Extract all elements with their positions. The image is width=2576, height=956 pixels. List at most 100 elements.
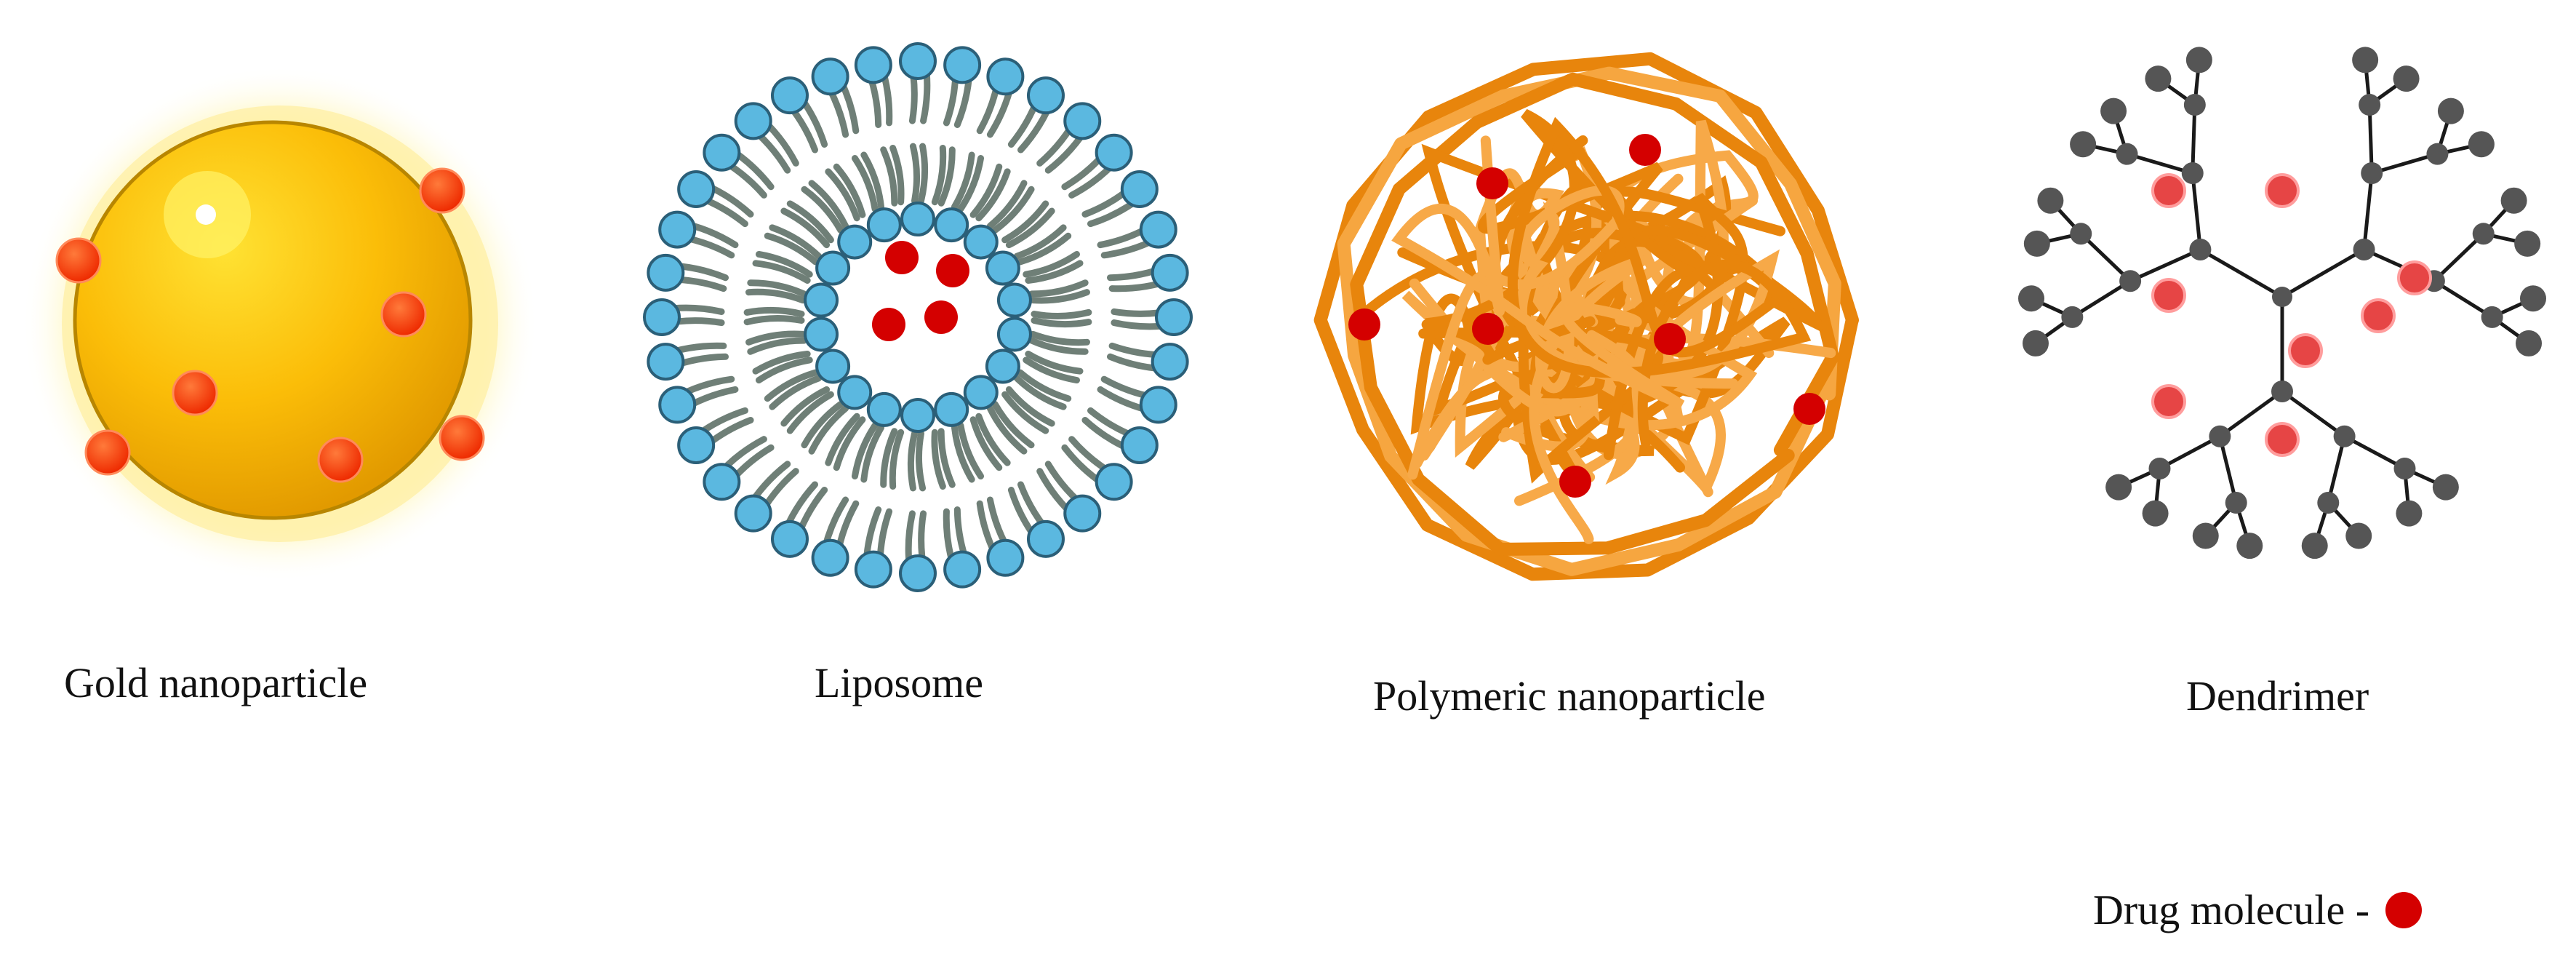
lipid-tail-inner <box>1028 337 1089 355</box>
lipid-head-outer <box>1027 519 1065 558</box>
lipid-tail-inner <box>937 146 956 207</box>
lipid-head-inner <box>963 224 999 260</box>
dendrimer-node <box>2393 65 2420 92</box>
dendrimer-label: Dendrimer <box>2186 672 2369 720</box>
drug-molecule <box>2151 278 2186 313</box>
dendrimer-node <box>2181 162 2204 184</box>
lipid-tail-inner <box>801 186 844 234</box>
lipid-tail-inner <box>1005 386 1055 427</box>
lipid-tail-inner <box>975 168 1011 222</box>
lipid-head-inner <box>934 207 969 243</box>
dendrimer-node <box>2142 500 2169 527</box>
lipid-tail-inner <box>747 337 807 355</box>
lipid-tail-inner <box>1025 260 1084 284</box>
dendrimer-node <box>2345 522 2372 549</box>
dendrimer-node <box>2022 330 2049 356</box>
dendrimer-node <box>2145 65 2172 92</box>
liposome <box>643 42 1193 592</box>
drug-molecule <box>2265 422 2300 457</box>
lipid-head-outer <box>1095 133 1133 172</box>
dendrimer-node <box>2426 143 2449 165</box>
lipid-head-inner <box>866 391 902 427</box>
lipid-head-outer <box>703 463 741 501</box>
lipid-tail-inner <box>860 424 885 483</box>
drug-molecule-legend-dot <box>2385 892 2423 928</box>
lipid-tail-inner <box>747 279 807 298</box>
dendrimer-bond <box>2129 247 2201 283</box>
dendrimer-bond <box>2371 152 2439 175</box>
dendrimer-bond <box>2218 389 2284 438</box>
lipid-head-outer <box>811 57 849 96</box>
dendrimer-node <box>2189 239 2212 260</box>
lipid-head-inner <box>837 375 873 410</box>
lipid-head-outer <box>703 133 741 172</box>
dendrimer-node <box>2061 306 2084 328</box>
lipid-tail-inner <box>986 405 1028 455</box>
drug-molecule <box>2288 333 2323 368</box>
dendrimer-node <box>2352 47 2379 73</box>
dendrimer-node <box>2225 492 2247 514</box>
lipid-tail-inner <box>745 288 807 304</box>
drug-molecule <box>419 167 465 214</box>
dendrimer-node <box>2105 474 2132 501</box>
drug-molecule <box>885 241 919 274</box>
dendrimer-node <box>2018 285 2045 312</box>
lipid-head-outer <box>943 550 982 589</box>
lipid-tail-inner <box>825 413 860 466</box>
dendrimer-bond <box>2326 436 2347 503</box>
dendrimer-node <box>2514 230 2541 257</box>
dendrimer-node <box>2119 270 2142 292</box>
drug-molecule <box>872 308 905 341</box>
lipid-tail-inner <box>931 145 947 206</box>
lipid-tail-inner <box>957 422 985 479</box>
dendrimer-node <box>2361 162 2383 184</box>
dendrimer-bond <box>2362 172 2374 250</box>
drug-molecule <box>1793 393 1825 425</box>
dendrimer-node <box>2037 187 2064 214</box>
lipid-head-outer <box>1120 170 1159 208</box>
lipid-tail-inner <box>833 163 866 218</box>
dendrimer-node <box>2236 533 2263 559</box>
lipid-tail-inner <box>1017 232 1072 266</box>
drug-molecule <box>1654 323 1686 355</box>
dendrimer-bond <box>2281 389 2346 438</box>
lipid-head-outer <box>1063 102 1102 140</box>
dendrimer-bond <box>2159 434 2221 471</box>
legend: Drug molecule - <box>2093 889 2423 931</box>
lipid-tail-inner <box>1023 250 1080 278</box>
drug-molecule <box>2265 173 2300 208</box>
lipid-tail-inner <box>780 386 831 427</box>
dendrimer-bond <box>2199 247 2284 299</box>
lipid-head-outer <box>1027 76 1065 115</box>
dendrimer-bond <box>2191 172 2202 250</box>
dendrimer-node <box>2516 330 2543 356</box>
gold-nanoparticle <box>22 65 538 582</box>
lipid-head-outer <box>1151 343 1189 381</box>
liposome-label: Liposome <box>815 659 983 706</box>
lipid-head-inner <box>815 348 851 384</box>
drug-molecule <box>317 437 364 483</box>
lipid-head-outer <box>899 554 937 592</box>
polymer-strands <box>1313 52 1859 581</box>
polymeric-nanoparticle-label: Polymeric nanoparticle <box>1373 672 1766 720</box>
lipid-head-inner <box>996 316 1032 352</box>
drug-molecule <box>1476 167 1508 199</box>
gold-nanoparticle-label: Gold nanoparticle <box>64 659 368 706</box>
lipid-head-outer <box>899 42 937 80</box>
lipid-tail-inner <box>851 422 879 479</box>
dendrimer-node <box>2500 187 2527 214</box>
lipid-head-outer <box>1095 463 1133 501</box>
lipid-tail-inner <box>907 430 919 492</box>
lipid-tail-inner <box>1029 289 1090 304</box>
lipid-tail-inner <box>909 143 921 204</box>
dendrimer-node <box>2209 425 2231 447</box>
dendrimer-bond <box>2079 232 2132 283</box>
lipid-tail-inner <box>880 146 898 207</box>
drug-molecule <box>55 237 102 284</box>
dendrimer-bond <box>2433 232 2485 283</box>
dendrimer-bond <box>2343 434 2406 471</box>
lipid-head-inner <box>900 398 935 433</box>
drug-molecule <box>2151 173 2186 208</box>
lipid-head-outer <box>658 386 697 424</box>
lipid-tail-inner <box>786 200 834 244</box>
